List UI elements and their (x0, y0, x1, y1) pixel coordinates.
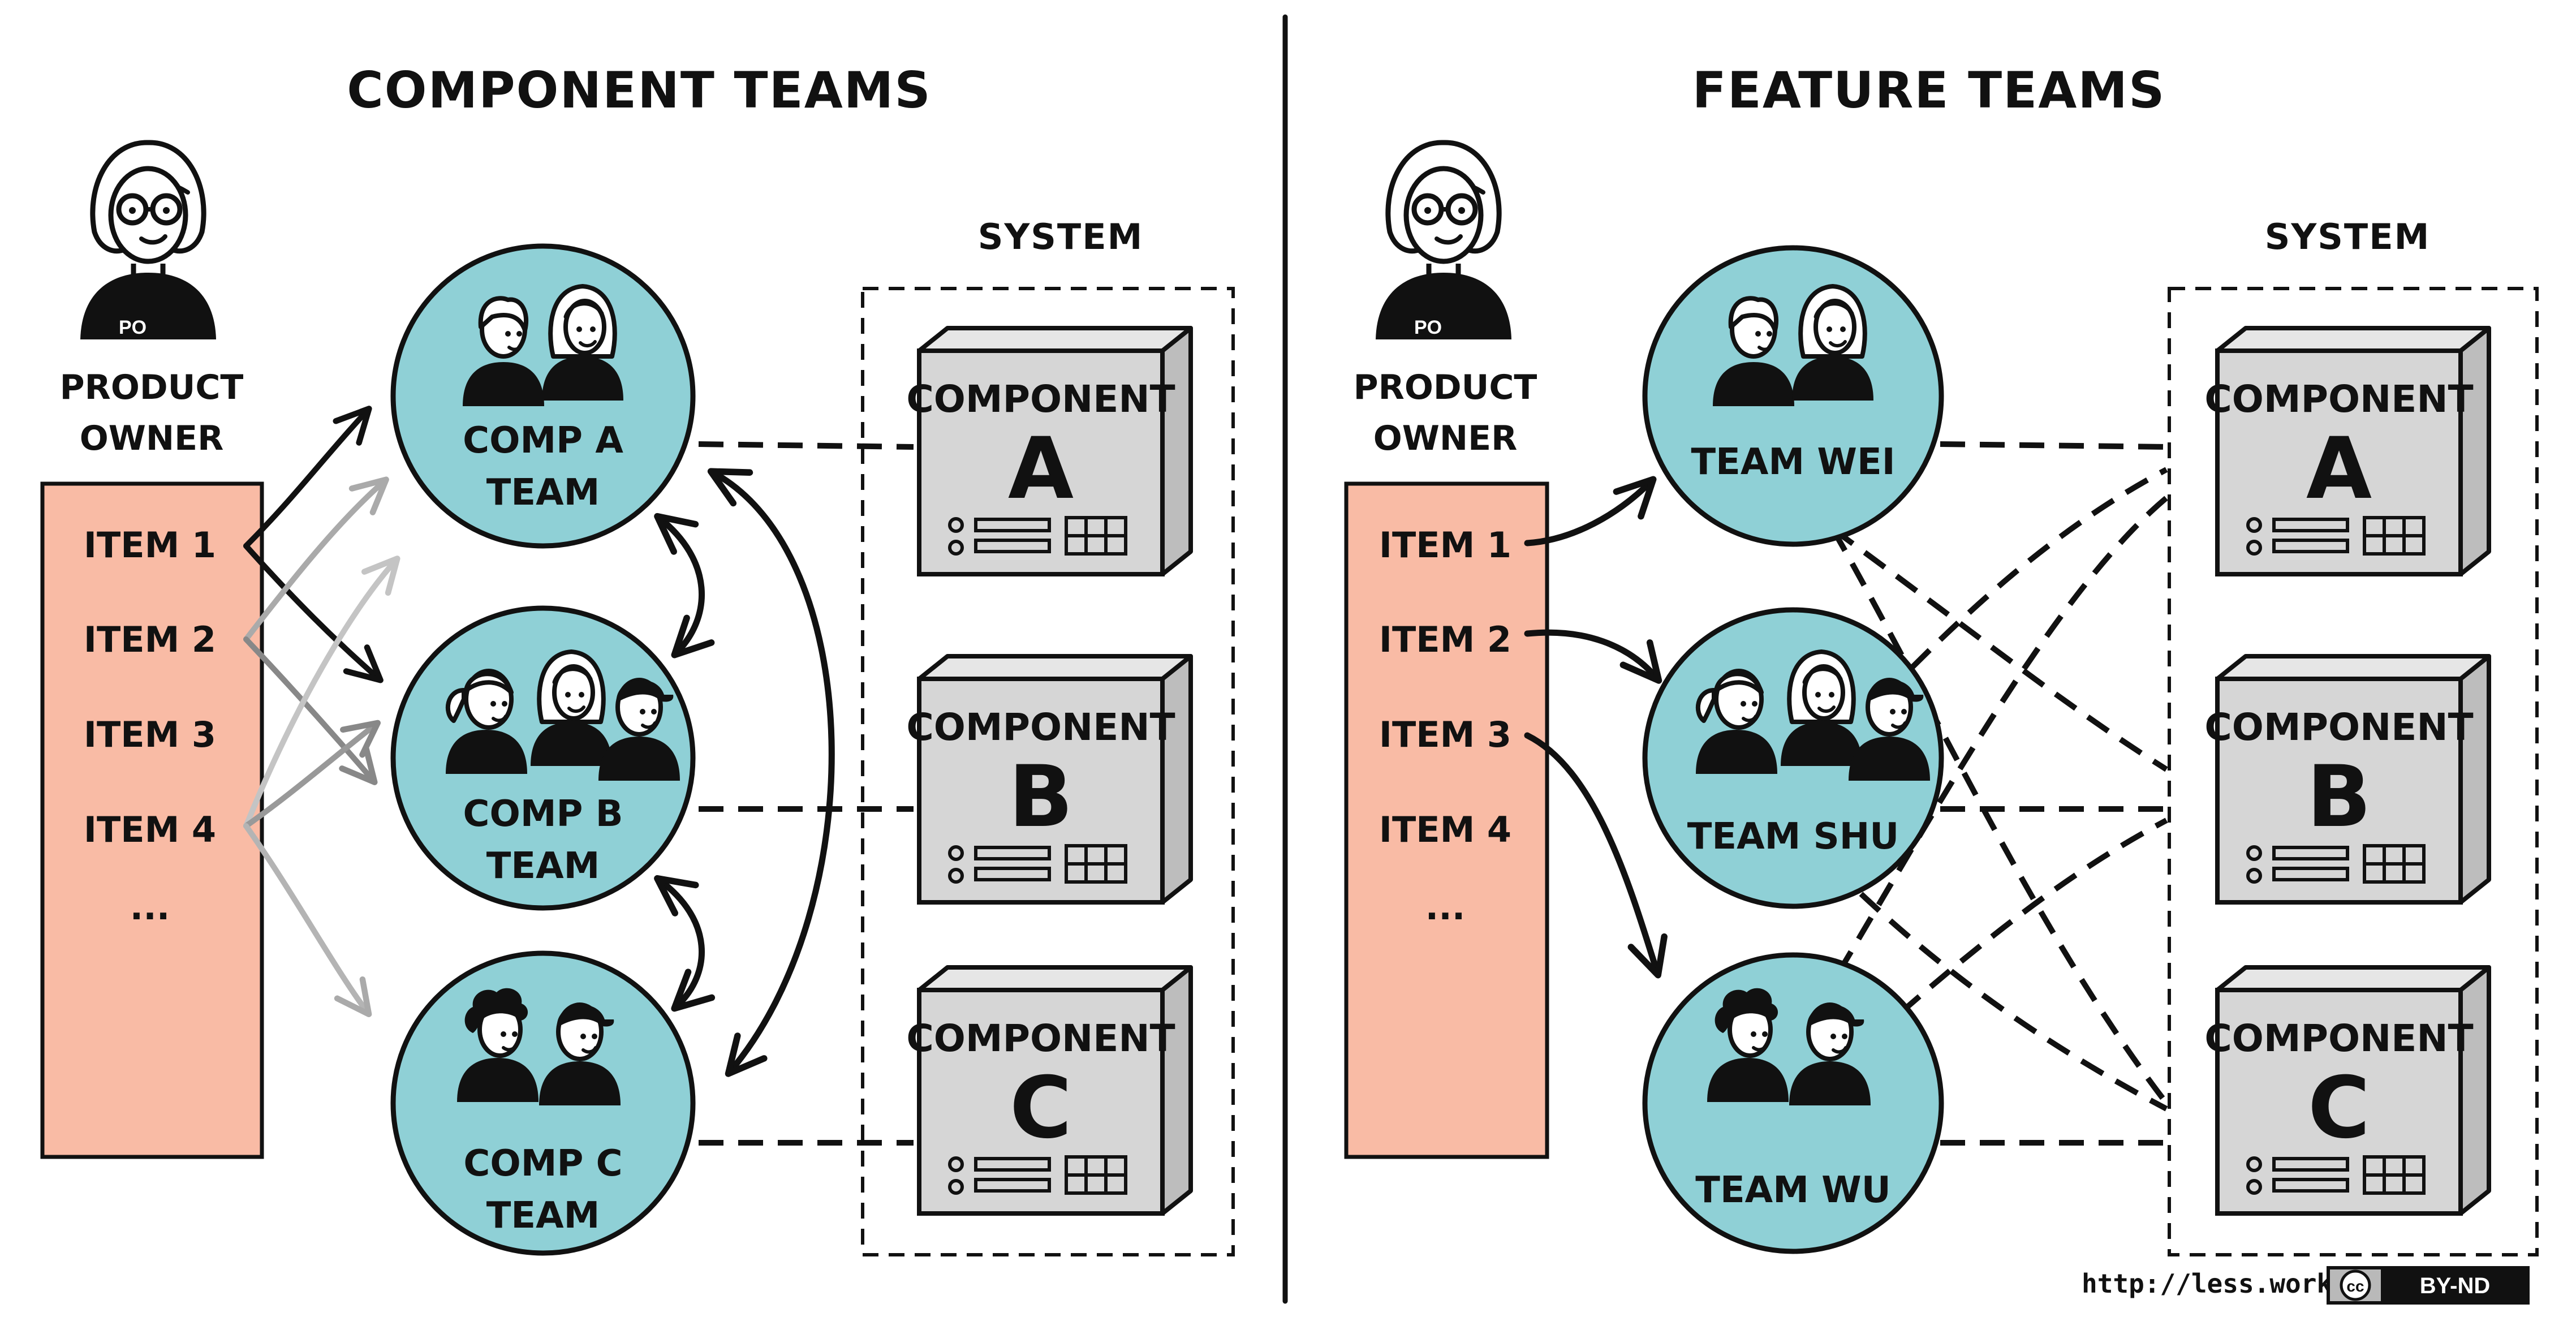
po-badge: PO (1414, 317, 1442, 338)
component-c-box: COMPONENT C (906, 965, 1193, 1216)
arrow-item3-to-team-wu (1524, 732, 1668, 979)
product-owner-label-1: PRODUCT (1354, 368, 1537, 407)
backlog-item-3: ITEM 3 (1379, 714, 1511, 755)
backlog-item-1: ITEM 1 (1379, 524, 1511, 566)
arrow-item4-to-comp-b (243, 720, 381, 829)
link-comp-a-to-component-a (698, 441, 914, 450)
footer: http://less.works cc BY-ND (2082, 1266, 2530, 1305)
component-a-word: COMPONENT (906, 377, 1175, 421)
team-comp-c-label-2: TEAM (486, 1195, 600, 1237)
arrow-item1-to-comp-a (243, 406, 372, 549)
system-label: SYSTEM (978, 216, 1144, 257)
backlog-item-2: ITEM 2 (84, 619, 216, 660)
backlog-item-4: ITEM 4 (84, 809, 216, 850)
component-a-box: COMPONENT A (906, 326, 1193, 576)
arrow-item1-to-team-wei (1524, 476, 1657, 546)
team-wei-label: TEAM WEI (1691, 441, 1896, 483)
backlog-item-more: ... (130, 886, 170, 928)
team-wu-label: TEAM WU (1695, 1169, 1890, 1211)
license-badge: cc BY-ND (2327, 1266, 2530, 1305)
component-c-word: COMPONENT (906, 1017, 1175, 1060)
arrow-item2-to-team-shu (1524, 629, 1662, 684)
team-comp-a-label-2: TEAM (486, 472, 600, 514)
feature-team-links (1830, 441, 2169, 1146)
component-b-word: COMPONENT (906, 705, 1175, 749)
component-a-box: COMPONENT A (2204, 326, 2491, 576)
system-boundary (2168, 287, 2539, 1256)
component-c-letter: C (2308, 1059, 2370, 1157)
link-shu-to-c (1859, 892, 2168, 1112)
link-wei-to-b (1831, 526, 2168, 772)
product-owner-label-1: PRODUCT (60, 368, 244, 407)
component-c-word: COMPONENT (2204, 1017, 2473, 1060)
arrow-comp-b-comp-c (654, 875, 716, 1012)
backlog-item-3: ITEM 3 (84, 714, 216, 755)
team-wei: TEAM WEI (1642, 245, 1944, 547)
arrow-comp-a-comp-c (707, 468, 835, 1077)
component-c-box: COMPONENT C (2204, 965, 2491, 1216)
product-owner-icon (1376, 143, 1511, 339)
component-a-letter: A (2306, 420, 2372, 518)
backlog-item-4: ITEM 4 (1379, 809, 1511, 850)
arrow-item1-to-comp-b (243, 543, 384, 683)
cc-icon (2340, 1269, 2371, 1301)
backlog-item-more: ... (1425, 886, 1466, 928)
link-wei-to-a (1940, 441, 2167, 450)
product-backlog (1344, 481, 1549, 1159)
arrow-item2-to-comp-a (243, 476, 389, 642)
arrow-item2-to-comp-b (243, 636, 378, 785)
component-c-letter: C (1010, 1059, 1072, 1157)
component-teams-title: COMPONENT TEAMS (347, 61, 932, 119)
component-a-word: COMPONENT (2204, 377, 2473, 421)
link-wu-to-a (1836, 496, 2169, 975)
product-owner-icon (80, 143, 216, 339)
team-comp-b: COMP B TEAM (390, 605, 696, 911)
component-teams-panel: COMPONENT TEAMS PO PRODUCT OWNER ITEM 1 … (40, 61, 1235, 1256)
arrow-item4-to-comp-a (243, 556, 400, 829)
team-comp-b-label-2: TEAM (486, 845, 600, 887)
team-comp-c-label-1: COMP C (463, 1143, 622, 1185)
link-wu-to-b (1898, 817, 2168, 1015)
system-label: SYSTEM (2265, 216, 2431, 257)
feature-teams-title: FEATURE TEAMS (1692, 61, 2166, 119)
link-wei-to-c (1830, 527, 2169, 1105)
component-a-letter: A (1008, 420, 1074, 518)
system-boundary (861, 287, 1235, 1256)
team-shu: TEAM SHU (1642, 607, 1944, 909)
arrow-comp-a-comp-b (654, 513, 715, 658)
team-shu-label: TEAM SHU (1687, 816, 1899, 858)
product-backlog (40, 481, 264, 1159)
cc-icon-text: cc (2346, 1277, 2364, 1295)
team-comp-a-label-1: COMP A (463, 420, 623, 462)
component-b-box: COMPONENT B (2204, 654, 2491, 905)
arrow-item4-to-comp-c (243, 823, 372, 1018)
team-comp-a: COMP A TEAM (390, 243, 696, 549)
product-owner-label-2: OWNER (80, 419, 224, 458)
component-b-word: COMPONENT (2204, 705, 2473, 749)
feature-teams-panel: FEATURE TEAMS PO PRODUCT OWNER ITEM 1 IT… (1344, 61, 2539, 1256)
less-works-link[interactable]: http://less.works (2082, 1268, 2348, 1299)
product-owner-label-2: OWNER (1373, 419, 1518, 458)
team-comp-b-label-1: COMP B (463, 793, 623, 835)
component-b-box: COMPONENT B (906, 654, 1193, 905)
link-shu-to-a (1910, 467, 2168, 670)
team-wu: TEAM WU (1642, 952, 1944, 1254)
backlog-item-1: ITEM 1 (84, 524, 216, 566)
component-b-letter: B (1009, 748, 1073, 846)
team-comp-c: COMP C TEAM (390, 950, 696, 1256)
center-divider (1282, 14, 1289, 1304)
license-text: BY-ND (2420, 1273, 2490, 1298)
component-b-letter: B (2307, 748, 2371, 846)
backlog-item-2: ITEM 2 (1379, 619, 1511, 660)
po-badge: PO (119, 317, 147, 338)
